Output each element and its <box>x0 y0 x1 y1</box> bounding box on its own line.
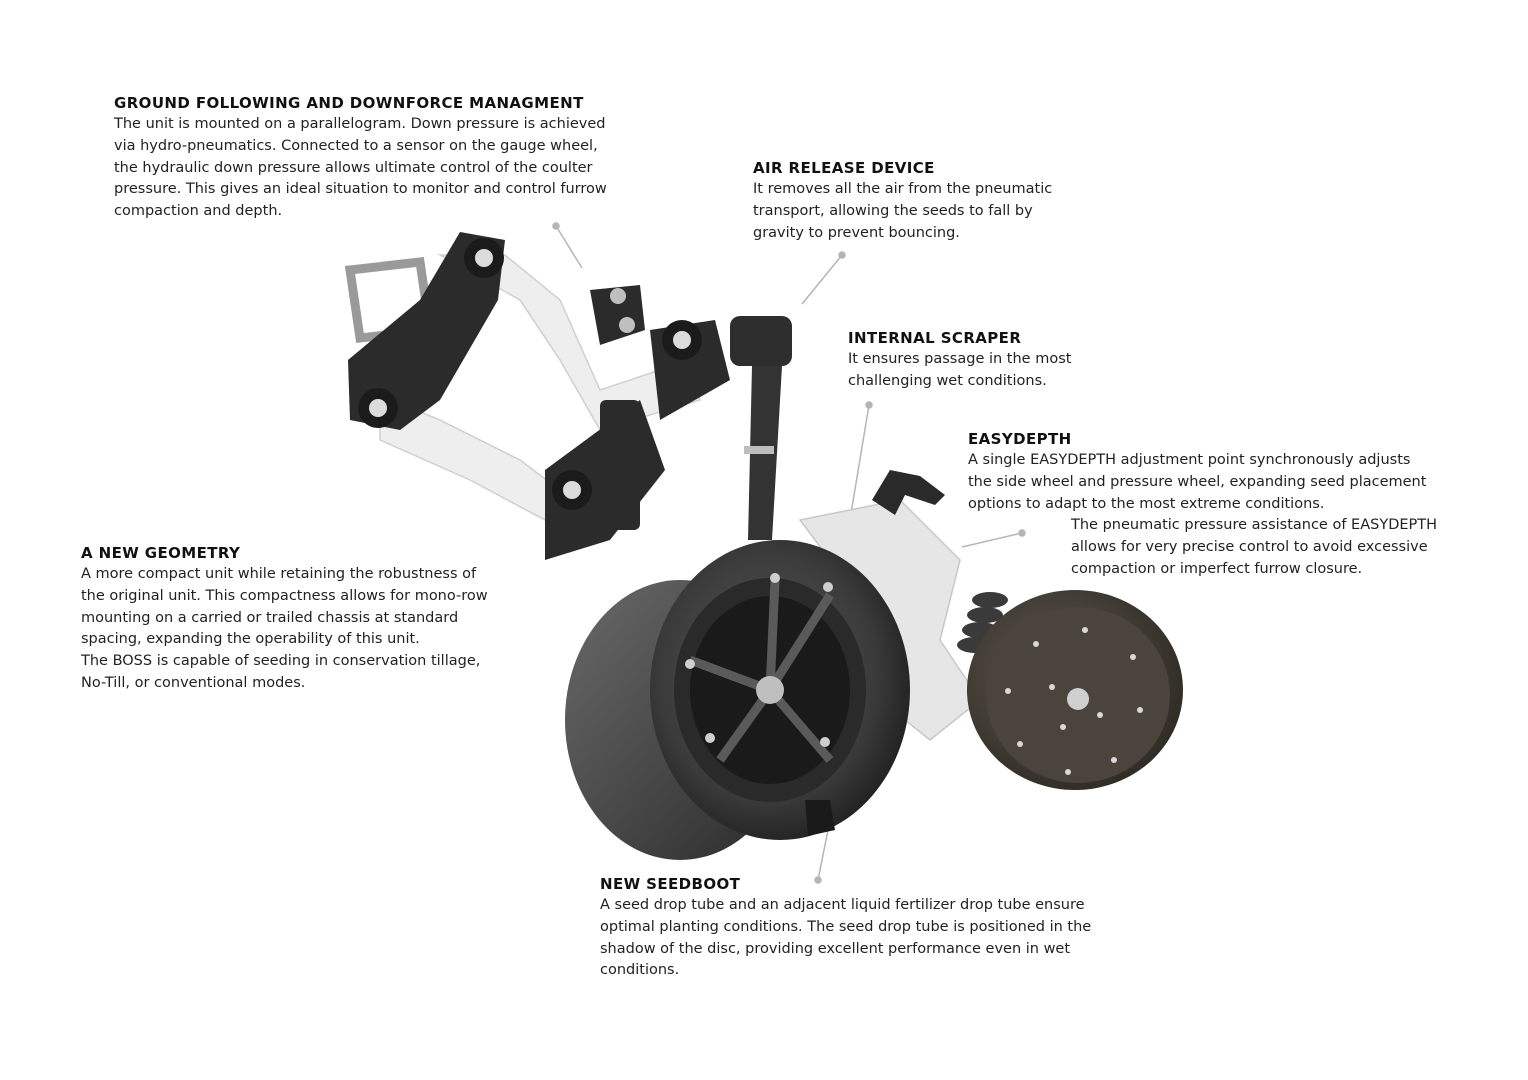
callout-title: INTERNAL SCRAPER <box>848 329 1022 347</box>
leader-dot-internal-scraper <box>865 401 873 409</box>
callout-title: EASYDEPTH <box>968 430 1072 448</box>
pivot-bolts <box>358 238 702 510</box>
callout-air-release: AIR RELEASE DEVICE It removes all the ai… <box>753 157 1133 244</box>
seedboot <box>805 800 835 836</box>
leader-dot-air-release <box>838 251 846 259</box>
callout-easydepth: EASYDEPTH A single EASYDEPTH adjustment … <box>968 428 1508 515</box>
callout-internal-scraper: INTERNAL SCRAPER It ensures passage in t… <box>848 327 1168 393</box>
callout-text: A single EASYDEPTH adjustment point sync… <box>968 452 1427 512</box>
callout-ground-following: GROUND FOLLOWING AND DOWNFORCE MANAGMENT… <box>114 92 714 223</box>
callout-text: It ensures passage in the most challengi… <box>848 351 1072 389</box>
press-wheel <box>967 590 1183 790</box>
leader-seedboot <box>817 829 829 881</box>
callout-text: The pneumatic pressure assistance of EAS… <box>1071 517 1438 577</box>
leader-ground <box>555 225 583 269</box>
easydepth-handle <box>872 470 945 515</box>
air-release-tube <box>730 316 792 540</box>
leader-dot-seedboot <box>814 876 822 884</box>
callout-title: AIR RELEASE DEVICE <box>753 159 935 177</box>
leader-air-release <box>801 254 843 305</box>
gauge-wheel <box>650 540 910 840</box>
callout-text: It removes all the air from the pneumati… <box>753 181 1053 241</box>
callout-new-seedboot: NEW SEEDBOOT A seed drop tube and an adj… <box>600 873 1180 982</box>
leader-dot-ground <box>552 222 560 230</box>
callout-text: A seed drop tube and an adjacent liquid … <box>600 897 1092 979</box>
callout-title: A NEW GEOMETRY <box>81 544 241 562</box>
callout-title: NEW SEEDBOOT <box>600 875 741 893</box>
callout-text: The unit is mounted on a parallelogram. … <box>114 116 607 220</box>
leader-dot-easydepth <box>1018 529 1026 537</box>
callout-text: A more compact unit while retaining the … <box>81 566 488 691</box>
leader-easydepth <box>961 532 1023 548</box>
callout-easydepth-secondary: The pneumatic pressure assistance of EAS… <box>1071 515 1511 580</box>
callout-title: GROUND FOLLOWING AND DOWNFORCE MANAGMENT <box>114 94 584 112</box>
callout-new-geometry: A NEW GEOMETRY A more compact unit while… <box>81 542 561 695</box>
